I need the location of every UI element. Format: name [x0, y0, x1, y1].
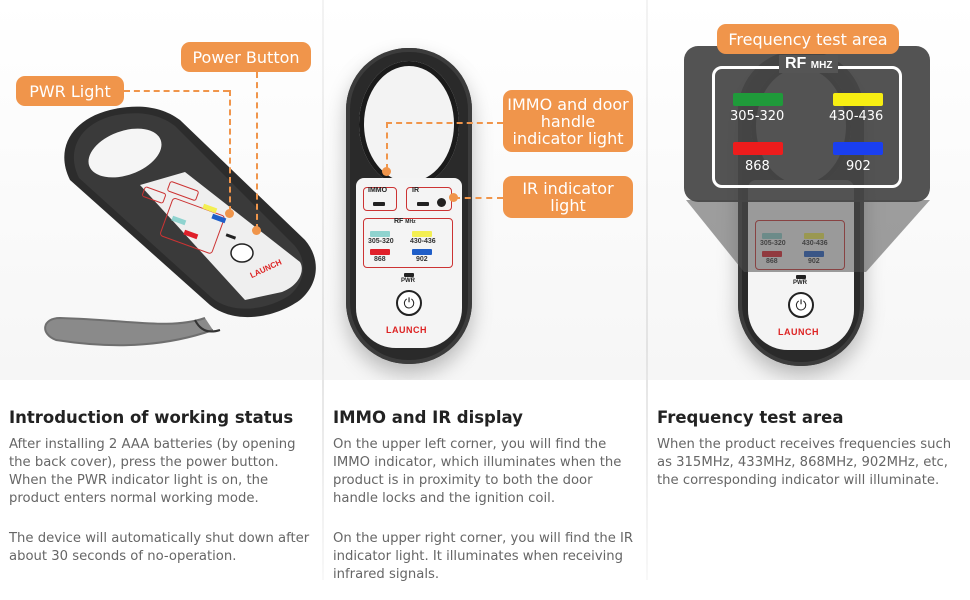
device-strap: [44, 316, 221, 347]
section-heading: Introduction of working status: [9, 408, 294, 427]
band-label: 868: [374, 256, 386, 263]
panel-immo-ir: IMMO IR RF MHz 305-320 430-436 868: [324, 0, 646, 600]
section-paragraph: The device will automatically shut down …: [9, 531, 310, 564]
rf-label: RF: [394, 218, 404, 225]
callout-immo: IMMO and door handle indicator light: [503, 90, 633, 152]
immo-led: [373, 202, 385, 206]
callout-power-button: Power Button: [181, 42, 311, 72]
band-label: 430-436: [829, 109, 884, 124]
pointer-dot: [252, 226, 261, 235]
band-bar-868: [733, 142, 783, 155]
leader-line: [256, 72, 258, 230]
band-bar-430: [412, 231, 432, 237]
frequency-frame: [712, 66, 902, 188]
pwr-label: PWR: [401, 278, 415, 284]
power-button-icon: ⏻: [396, 290, 422, 316]
band-bar-305: [370, 231, 390, 237]
band-bar-430-436: [833, 93, 883, 106]
callout-frequency: Frequency test area: [717, 24, 899, 54]
band-label: 902: [416, 256, 428, 263]
band-label: 305-320: [368, 238, 394, 245]
band-label: 868: [745, 159, 770, 174]
device-illustration-front: IMMO IR RF MHz 305-320 430-436 868: [324, 0, 646, 380]
device-body: IMMO IR RF MHz 305-320 430-436 868: [346, 48, 472, 364]
band-label: 305-320: [730, 109, 785, 124]
device-body-angled: LAUNCH: [64, 106, 316, 318]
pwr-led: [796, 275, 806, 279]
ir-sensor: [437, 198, 446, 207]
section-paragraph: On the upper right corner, you will find…: [333, 531, 634, 582]
immo-label: IMMO: [368, 187, 388, 194]
leader-line: [454, 197, 503, 199]
section-paragraph: When the product receives frequencies su…: [657, 437, 952, 488]
band-label: 430-436: [410, 238, 436, 245]
band-bar-305-320: [733, 93, 783, 106]
ir-led: [417, 202, 429, 206]
band-bar-868: [370, 249, 390, 255]
section-paragraph: After installing 2 AAA batteries (by ope…: [9, 437, 296, 506]
device-face: IMMO IR RF MHz 305-320 430-436 868: [356, 178, 462, 348]
panel-divider: [646, 0, 648, 580]
device-illustration-angled: LAUNCH PWR Light Power Button: [0, 0, 322, 380]
ir-label: IR: [412, 187, 419, 194]
brand-logo: LAUNCH: [386, 325, 427, 335]
mhz-label: MHz: [405, 219, 416, 225]
panel-working-status: LAUNCH PWR Light Power Button Introducti…: [0, 0, 322, 600]
leader-line: [124, 90, 229, 92]
pointer-dot: [382, 167, 391, 176]
zoom-cone: [686, 200, 930, 272]
pwr-led: [404, 273, 414, 277]
leader-line: [386, 122, 388, 170]
brand-logo: LAUNCH: [778, 327, 819, 337]
callout-ir: IR indicator light: [503, 176, 633, 218]
immo-indicator-box: IMMO: [363, 187, 397, 211]
section-paragraph: On the upper left corner, you will find …: [333, 437, 622, 506]
section-heading: IMMO and IR display: [333, 408, 523, 427]
band-bar-902: [833, 142, 883, 155]
pointer-dot: [225, 209, 234, 218]
power-button-icon: ⏻: [788, 292, 814, 318]
leader-line: [229, 90, 231, 212]
device-illustration-zoom: 305-320 430-436 868 902 PWR ⏻ LAUNCH RF …: [648, 0, 970, 380]
panel-frequency: 305-320 430-436 868 902 PWR ⏻ LAUNCH RF …: [648, 0, 970, 600]
leader-line: [386, 122, 503, 124]
rf-zoom-title: RF MHZ: [779, 55, 839, 73]
device-hole: [359, 61, 459, 187]
pointer-dot: [449, 193, 458, 202]
panel-divider: [322, 0, 324, 580]
ir-indicator-box: IR: [406, 187, 452, 211]
band-bar-902: [412, 249, 432, 255]
pwr-label: PWR: [793, 280, 807, 286]
callout-pwr-light: PWR Light: [16, 76, 124, 106]
rf-frequency-box: RF MHz 305-320 430-436 868 902: [363, 218, 453, 268]
band-label: 902: [846, 159, 871, 174]
section-heading: Frequency test area: [657, 408, 844, 427]
